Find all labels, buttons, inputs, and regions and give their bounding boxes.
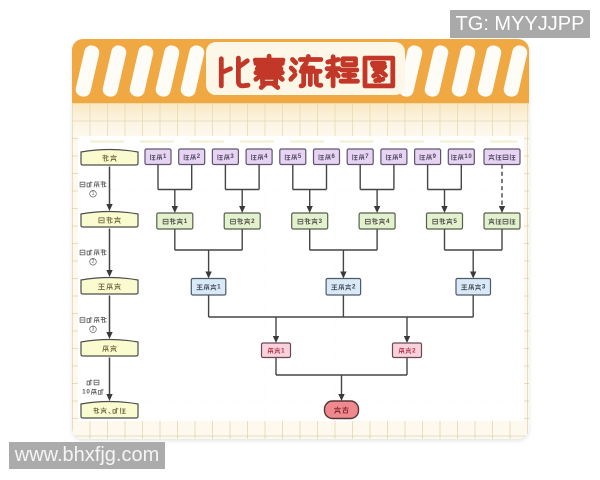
- svg-text:1: 1: [281, 347, 285, 354]
- svg-text:1: 1: [163, 154, 167, 160]
- svg-text:5: 5: [298, 154, 302, 160]
- svg-text:0: 0: [86, 388, 90, 395]
- svg-text:7: 7: [365, 154, 369, 160]
- svg-text:0: 0: [468, 154, 472, 160]
- svg-text:2: 2: [92, 259, 95, 265]
- svg-text:9: 9: [433, 154, 437, 160]
- svg-text:2: 2: [412, 347, 416, 354]
- svg-text:1: 1: [464, 154, 468, 160]
- svg-text:8: 8: [399, 154, 403, 160]
- svg-text:1: 1: [92, 191, 95, 197]
- svg-text:4: 4: [264, 154, 268, 160]
- svg-text:1: 1: [217, 284, 221, 291]
- svg-text:1: 1: [184, 218, 188, 225]
- svg-text:2: 2: [352, 284, 356, 291]
- svg-text:6: 6: [332, 154, 336, 160]
- svg-text:2: 2: [251, 218, 255, 225]
- svg-text:2: 2: [197, 154, 201, 160]
- svg-text:3: 3: [92, 326, 95, 332]
- svg-text:1: 1: [82, 388, 86, 395]
- svg-text:3: 3: [230, 154, 234, 160]
- svg-text:5: 5: [453, 218, 457, 225]
- svg-text:3: 3: [319, 218, 323, 225]
- svg-text:4: 4: [386, 218, 390, 225]
- svg-text:3: 3: [482, 284, 486, 291]
